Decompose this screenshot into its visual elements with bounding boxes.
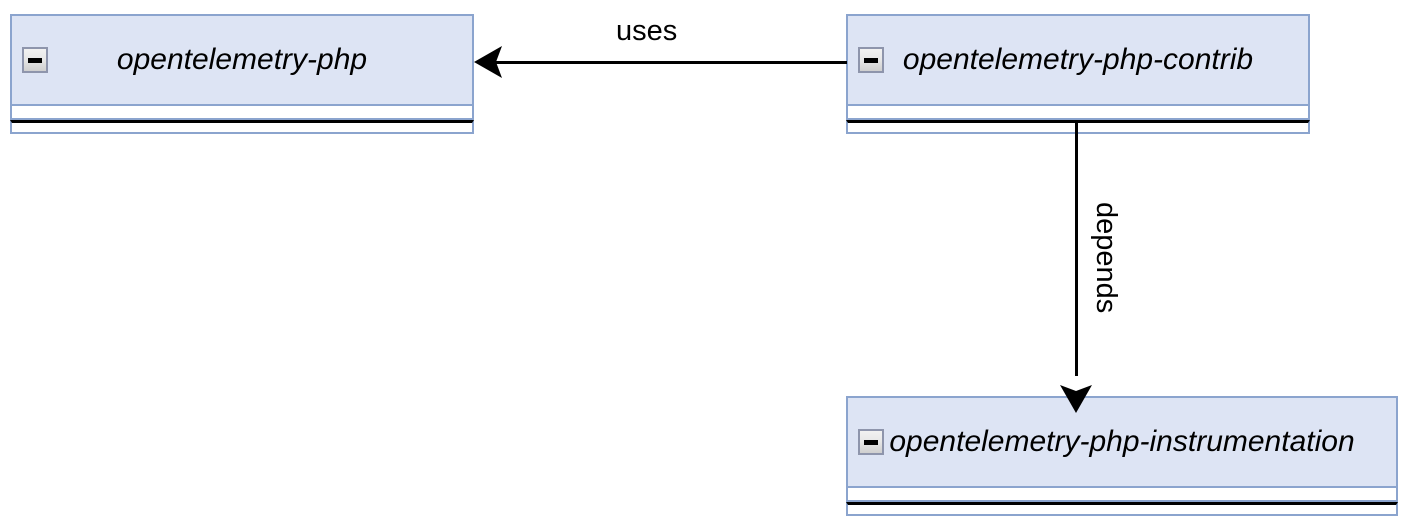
package-node-opentelemetry-php-contrib[interactable]: opentelemetry-php-contrib (846, 14, 1310, 134)
package-compartment-2 (846, 502, 1398, 516)
minus-glyph (28, 57, 42, 63)
depends-edge-line (1075, 122, 1078, 376)
package-header: opentelemetry-php (10, 14, 474, 106)
package-compartment-1 (846, 106, 1310, 120)
package-node-opentelemetry-php[interactable]: opentelemetry-php (10, 14, 474, 134)
collapse-minus-icon[interactable] (858, 47, 884, 73)
uses-edge-line (487, 61, 847, 64)
package-compartment-2 (10, 120, 474, 134)
collapse-minus-icon[interactable] (858, 429, 884, 455)
package-title: opentelemetry-php-contrib (902, 43, 1254, 76)
depends-edge-label: depends (1090, 202, 1122, 314)
package-compartment-2 (846, 120, 1310, 134)
uses-edge-label: uses (616, 15, 678, 47)
package-compartment-1 (846, 488, 1398, 502)
package-title: opentelemetry-php-instrumentation (889, 425, 1355, 458)
package-compartment-1 (10, 106, 474, 120)
package-title: opentelemetry-php (116, 43, 368, 76)
package-node-opentelemetry-php-instrumentation[interactable]: opentelemetry-php-instrumentation (846, 396, 1398, 516)
collapse-minus-icon[interactable] (22, 47, 48, 73)
package-header: opentelemetry-php-instrumentation (846, 396, 1398, 488)
minus-glyph (864, 57, 878, 63)
package-header: opentelemetry-php-contrib (846, 14, 1310, 106)
minus-glyph (864, 439, 878, 445)
